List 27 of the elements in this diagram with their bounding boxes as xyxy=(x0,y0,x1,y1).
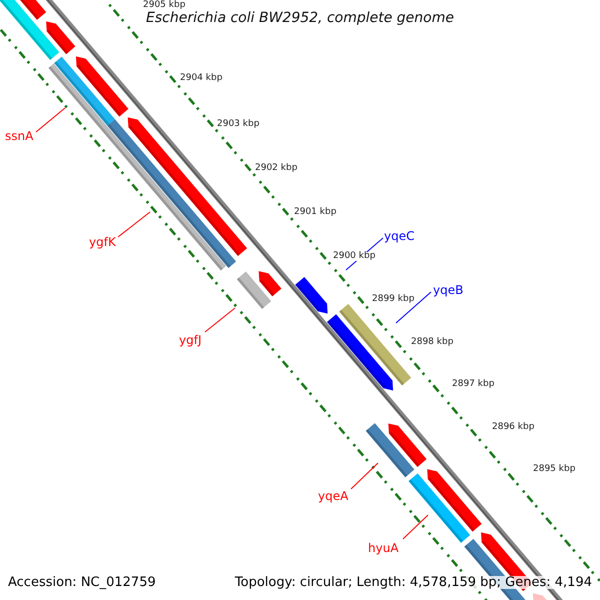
tick-label: 2903 kbp xyxy=(217,120,260,129)
leader-line xyxy=(402,514,428,540)
tick-label: 2905 kbp xyxy=(143,1,186,10)
tick-label: 2901 kbp xyxy=(294,208,336,217)
leader-line xyxy=(396,292,432,324)
tick-label: 2904 kbp xyxy=(180,74,222,83)
tick-label: 2900 kbp xyxy=(333,252,376,261)
map-title: Escherichia coli BW2952, complete genome xyxy=(145,11,455,25)
tick-label: 2898 kbp xyxy=(411,338,454,347)
genome-summary-text: Topology: circular; Length: 4,578,159 bp; Genes: 4,194 xyxy=(234,576,592,589)
tick-label: 2896 kbp xyxy=(492,423,534,432)
gene-label: yqeB xyxy=(433,284,464,296)
gene-label: ygfK xyxy=(89,236,116,248)
accession-text: Accession: NC_012759 xyxy=(8,576,156,589)
tick-label: 2895 kbp xyxy=(533,465,576,474)
tick-label: 2899 kbp xyxy=(372,295,414,304)
tick-label: 2902 kbp xyxy=(255,164,298,173)
tick-label: 2897 kbp xyxy=(452,380,494,389)
gene-label: yqeA xyxy=(318,490,348,502)
gene-label: hyuA xyxy=(368,542,399,554)
gene-label: yqeC xyxy=(384,230,414,242)
leader-line xyxy=(350,462,378,490)
leader-line xyxy=(36,108,66,132)
leader-line xyxy=(118,212,150,238)
leader-line xyxy=(204,308,236,332)
gene-label: ssnA xyxy=(5,130,34,142)
gene-label: ygfJ xyxy=(179,334,202,346)
